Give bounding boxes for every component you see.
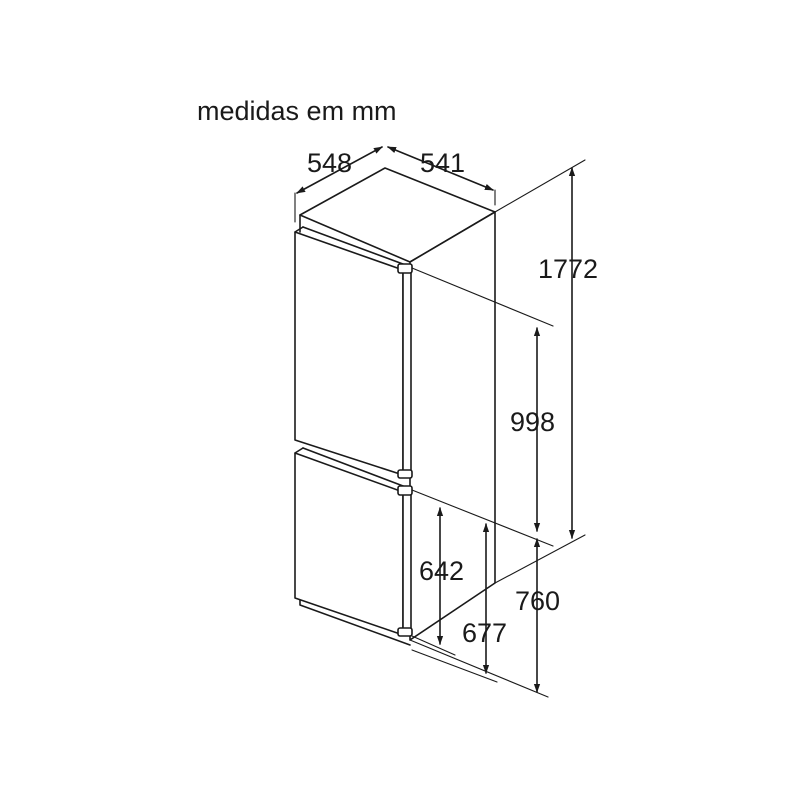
lower-642-label: 642 <box>419 556 464 586</box>
upper-hinge-bottom <box>397 469 413 479</box>
top-dimension-arrows <box>294 146 496 223</box>
units-title: medidas em mm <box>197 96 397 126</box>
lower-hinge-bottom <box>397 627 413 637</box>
upper-door-front <box>294 231 404 476</box>
lower-677-label: 677 <box>462 618 507 648</box>
width-label: 541 <box>420 148 465 178</box>
upper-hinge <box>397 263 413 274</box>
lower-door <box>294 447 413 637</box>
total-height-label: 1772 <box>538 254 598 284</box>
width-arrow <box>387 146 494 191</box>
lower-door-edge <box>402 488 412 636</box>
depth-arrow <box>296 146 383 194</box>
lower-hinge <box>397 485 413 496</box>
upper-door-edge <box>402 266 412 476</box>
upper-height-label: 998 <box>510 407 555 437</box>
lower-760-label: 760 <box>515 586 560 616</box>
upper-door <box>294 226 413 479</box>
depth-label: 548 <box>307 148 352 178</box>
